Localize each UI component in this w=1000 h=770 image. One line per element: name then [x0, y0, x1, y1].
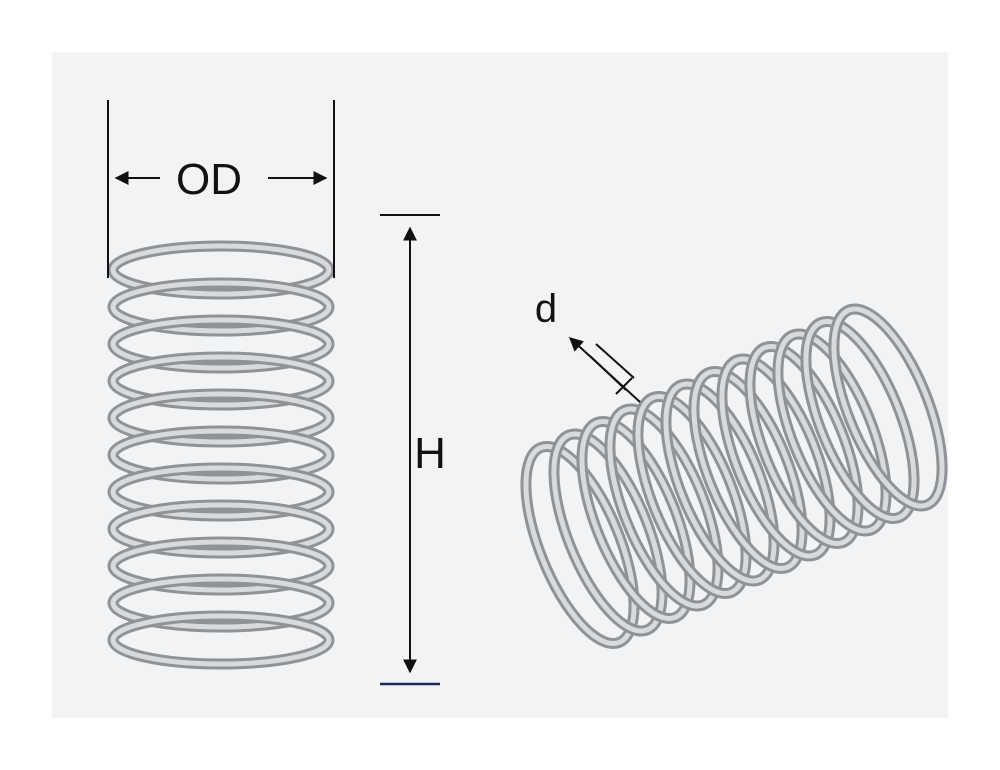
spring-coil	[110, 391, 332, 445]
spring-coil	[747, 343, 861, 547]
od-dimension: OD	[107, 100, 335, 278]
spring-coil	[110, 428, 332, 482]
diagram-background	[52, 52, 948, 718]
spring-coil	[579, 418, 693, 622]
spring-coil	[110, 539, 332, 593]
od-label: OD	[176, 155, 242, 204]
spring-coil	[775, 331, 889, 534]
spring-coil	[110, 576, 332, 630]
spring-coil	[110, 502, 332, 556]
spring-coil	[110, 465, 332, 519]
spring-coil	[831, 306, 945, 509]
d-end-tick	[615, 377, 633, 395]
spring-coil	[551, 431, 665, 634]
spring-coil	[663, 381, 777, 584]
spring-coil	[110, 243, 332, 297]
spring-coil	[110, 613, 332, 667]
spring-coil	[691, 368, 805, 572]
spring-coil	[523, 443, 637, 647]
spring-coil	[110, 280, 332, 334]
d-extension-upper	[595, 343, 635, 379]
spring-coil	[719, 356, 833, 559]
d-label: d	[535, 287, 557, 331]
d-dimension: d	[535, 287, 641, 403]
horizontal-spring	[520, 303, 948, 650]
spring-coil	[110, 354, 332, 408]
spring-coil	[607, 406, 721, 609]
d-arrow-line	[568, 337, 641, 403]
spring-coil	[803, 318, 917, 522]
vertical-spring	[107, 240, 335, 670]
spring-coil	[110, 317, 332, 371]
h-dimension: H	[380, 214, 446, 686]
spring-coil	[635, 393, 749, 597]
h-label: H	[414, 429, 446, 478]
